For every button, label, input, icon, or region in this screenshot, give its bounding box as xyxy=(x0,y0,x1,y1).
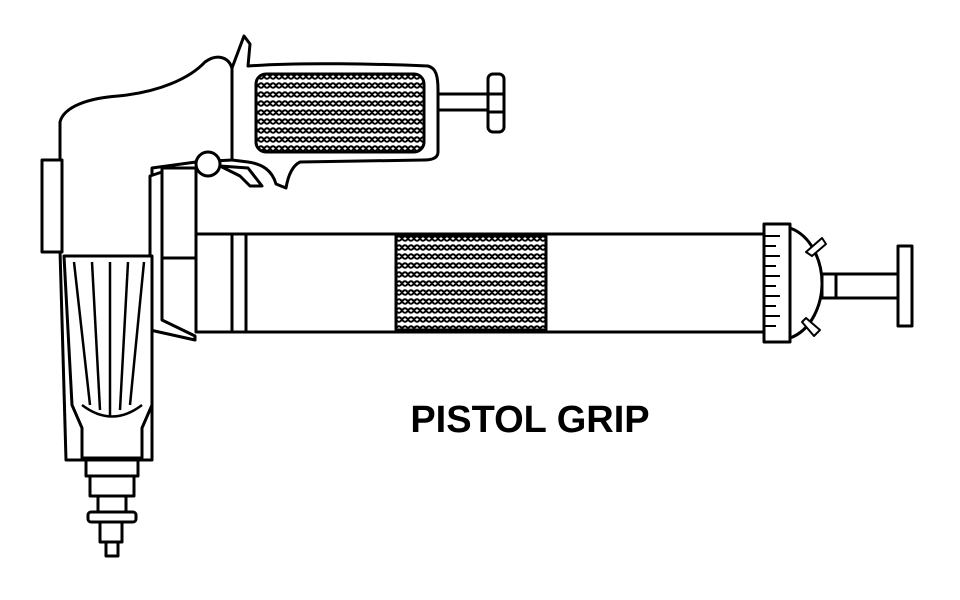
nozzle-collar xyxy=(84,458,140,478)
end-cap-knurl xyxy=(762,222,792,344)
nozzle-stem xyxy=(96,494,128,514)
barrel-grip-mesh xyxy=(394,234,548,332)
nozzle-neck xyxy=(98,520,124,544)
trigger-lever xyxy=(218,164,264,188)
grip-rear-knob xyxy=(486,72,506,134)
head-side-plate xyxy=(40,158,64,254)
grip-rear-rod xyxy=(436,92,492,112)
nozzle-nut xyxy=(88,474,136,498)
diagram-caption: PISTOL GRIP xyxy=(410,399,649,441)
grip-mesh xyxy=(254,72,426,154)
knurl-ticks xyxy=(764,235,780,327)
nozzle-tip xyxy=(104,540,120,558)
bleeder-valve-bottom xyxy=(801,317,821,337)
barrel-end-cap xyxy=(160,166,198,260)
bleeder-valve-top xyxy=(805,237,827,257)
plunger-t-handle xyxy=(896,244,914,328)
plunger-rod xyxy=(820,272,902,300)
lever-pivot xyxy=(194,150,222,178)
nozzle-flutes xyxy=(72,261,146,418)
